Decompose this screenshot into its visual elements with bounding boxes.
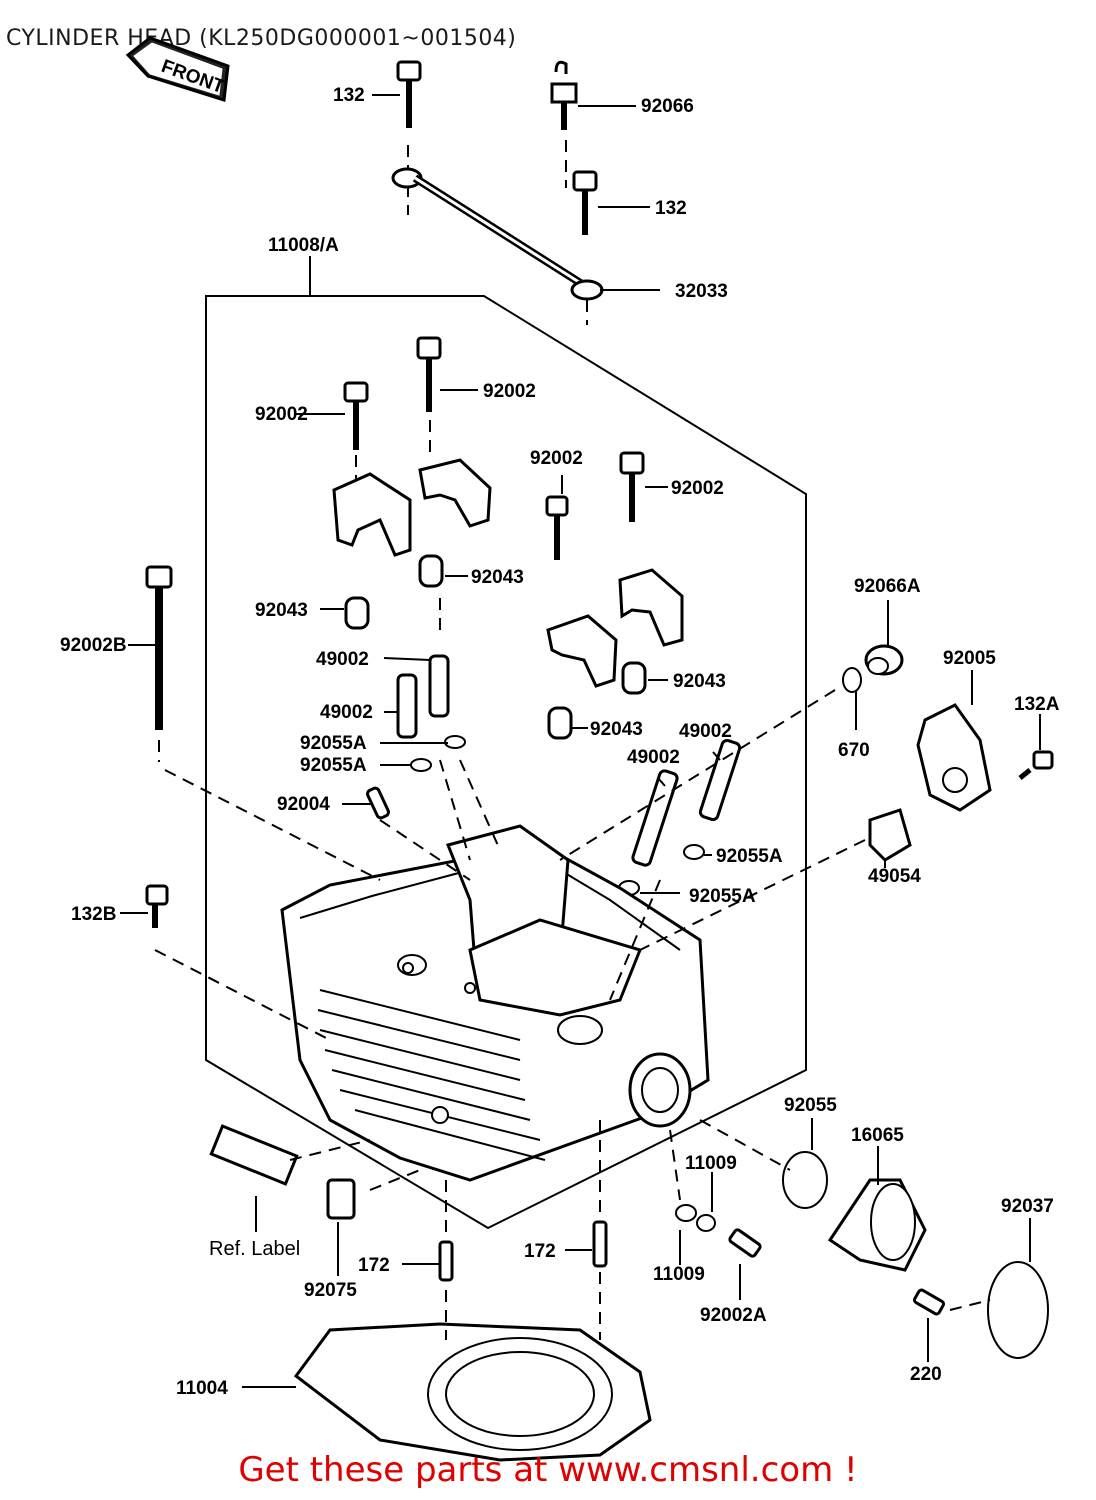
label-670: 670 (838, 740, 870, 761)
label-92002-b: 92002 (483, 381, 536, 402)
footer-link-text[interactable]: Get these parts at www.cmsnl.com ! (238, 1450, 858, 1490)
label-49054: 49054 (868, 866, 921, 887)
label-172-right: 172 (524, 1241, 556, 1262)
label-92055a-c: 92055A (716, 846, 783, 867)
head-gasket (293, 1322, 652, 1462)
label-92002-a: 92002 (255, 404, 308, 425)
label-92037: 92037 (1001, 1196, 1054, 1217)
label-132a: 132A (1014, 694, 1060, 715)
label-32033: 32033 (675, 281, 728, 302)
label-11009-b: 11009 (653, 1264, 705, 1285)
label-16065: 16065 (851, 1125, 904, 1146)
label-172-left: 172 (358, 1255, 390, 1276)
label-132-pipe: 132 (655, 198, 687, 219)
camshaft-caps (332, 336, 684, 740)
cylinder-head-boundary (205, 295, 807, 1230)
oil-pipe-assembly (391, 60, 604, 325)
label-92002-d: 92002 (671, 478, 724, 499)
thermostat-parts (842, 644, 1054, 862)
label-92055: 92055 (784, 1095, 837, 1116)
long-head-bolt (145, 565, 173, 762)
label-11004: 11004 (176, 1378, 228, 1399)
label-92002a: 92002A (700, 1305, 767, 1326)
label-92055a-b: 92055A (300, 755, 367, 776)
label-92066: 92066 (641, 96, 694, 117)
valve-guides (366, 654, 742, 896)
cylinder-head-body (280, 824, 710, 1182)
label-220: 220 (910, 1364, 942, 1385)
label-92002b: 92002B (60, 635, 127, 656)
label-92004: 92004 (277, 794, 330, 815)
label-92055a-a: 92055A (300, 733, 367, 754)
label-92043-c: 92043 (673, 671, 726, 692)
label-11009-a: 11009 (685, 1153, 737, 1174)
label-92075: 92075 (304, 1280, 357, 1301)
diagram-title: CYLINDER HEAD (KL250DG000001~001504) (6, 26, 517, 51)
dashed-guides (154, 420, 991, 1340)
front-arrow-tag: FRONT (125, 36, 230, 102)
label-92066a: 92066A (854, 576, 921, 597)
label-132b: 132B (71, 904, 116, 925)
label-92005: 92005 (943, 648, 996, 669)
label-49002-d: 49002 (627, 747, 680, 768)
intake-parts (145, 884, 1049, 1359)
label-49002-b: 49002 (320, 702, 373, 723)
ref-label-text: Ref. Label (209, 1238, 300, 1260)
label-132-top: 132 (333, 85, 365, 106)
label-49002-c: 49002 (679, 721, 732, 742)
label-11008a: 11008/A (268, 235, 339, 256)
label-92002-c: 92002 (530, 448, 583, 469)
label-92043-d: 92043 (590, 719, 643, 740)
part-labels: 132 92066 132 32033 11008/A 92002 92002 … (60, 85, 1060, 1399)
label-92043-b: 92043 (255, 600, 308, 621)
label-49002-a: 49002 (316, 649, 369, 670)
leader-lines (120, 94, 1041, 1388)
label-92043-a: 92043 (471, 567, 524, 588)
label-92055a-d: 92055A (689, 886, 756, 907)
